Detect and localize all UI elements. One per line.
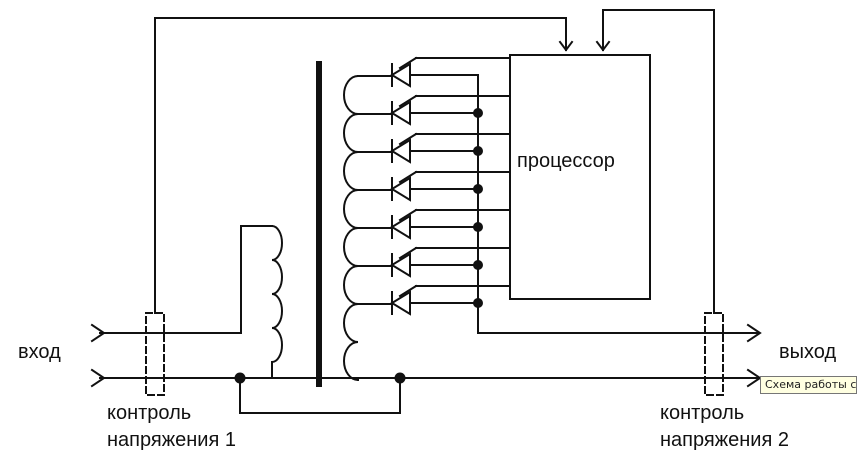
thyristor-3	[390, 132, 511, 164]
return-line	[239, 377, 401, 414]
image-tooltip: Схема работы ст	[760, 376, 857, 394]
sensor1-wire	[154, 17, 567, 314]
sensor1-arrow	[558, 40, 574, 52]
voltage-sensor-2	[704, 312, 724, 396]
sensor2-arrow	[595, 40, 611, 52]
input-coil	[270, 224, 283, 364]
voltage-sensor-1	[145, 312, 165, 396]
thyristor-5	[390, 208, 511, 240]
sensor2-wire	[602, 9, 715, 314]
control1-label-line1: контроль	[107, 402, 192, 424]
input-arrow-bottom	[90, 368, 106, 388]
junction-dots	[234, 108, 483, 384]
input-label: вход	[18, 341, 61, 363]
thyristor-4	[390, 170, 511, 202]
thyristor-7	[390, 284, 511, 316]
thyristor-2	[390, 94, 511, 126]
control1-label-line2: напряжения 1	[107, 429, 236, 451]
control2-label-line2: напряжения 2	[660, 429, 789, 451]
thyristor-6	[390, 246, 511, 278]
input-arrow-top	[90, 323, 106, 343]
autotransformer-coil	[343, 74, 360, 382]
processor-block	[509, 54, 651, 300]
output-arrow-top	[746, 323, 762, 343]
input-coil-lead	[240, 225, 273, 334]
thyristor-1	[390, 56, 511, 88]
output-label: выход	[779, 341, 837, 363]
processor-label: процессор	[517, 150, 615, 172]
thyristor-bus	[474, 74, 479, 334]
control2-label-line1: контроль	[660, 402, 745, 424]
